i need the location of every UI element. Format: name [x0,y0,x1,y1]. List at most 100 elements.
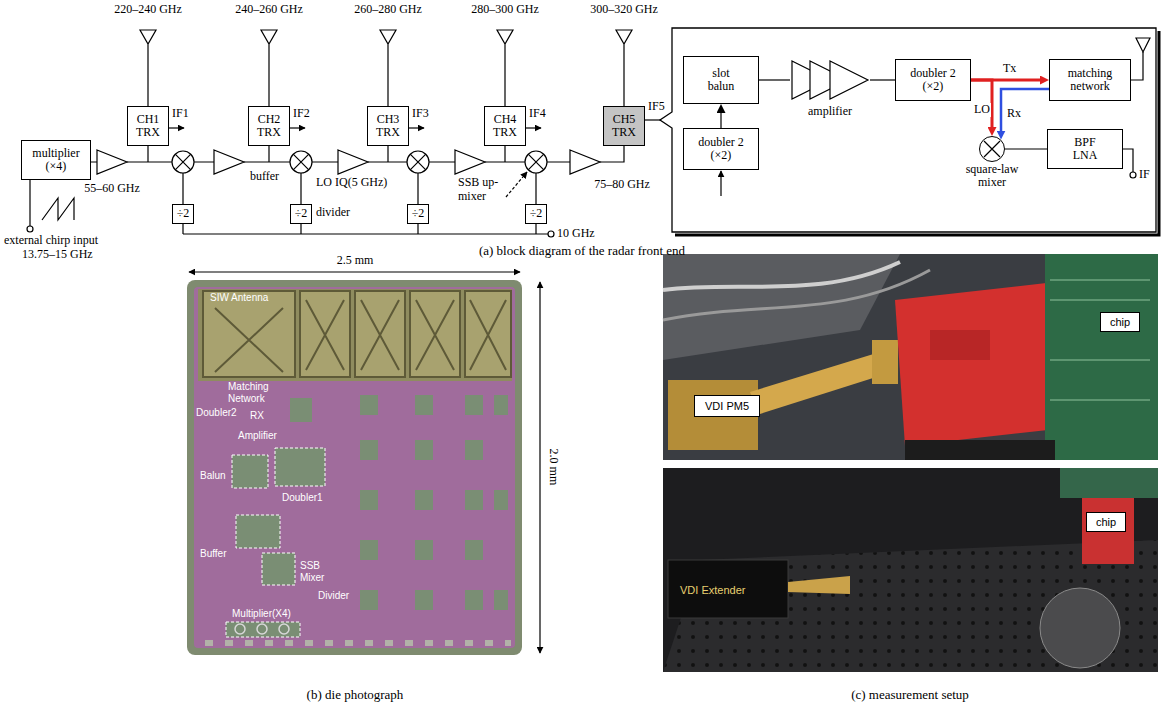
antenna-symbols-part [140,30,156,106]
die-dimension-arrows [189,272,540,653]
die-photograph-part-part [235,624,245,634]
transceiver-inset-part [1136,38,1150,52]
die-photograph-part-part [290,398,312,422]
die-photograph-part-part [494,395,508,415]
block-label: doubler 2 (×2) [905,67,961,94]
antenna-symbols-part [497,30,513,106]
photo-tag: chip [1086,512,1126,532]
divider-wires-part [183,173,548,234]
mixer-cross [980,137,1004,161]
if-output-wires [169,120,660,128]
block-label: slot balun [701,67,741,94]
signal-label: LO IQ(5 GHz) [316,176,387,190]
die-photograph-part-part [232,455,268,488]
signal-label: 75–80 GHz [594,178,650,192]
setup-photo-bottom-part [1040,588,1120,668]
signal-label: IF4 [529,107,546,121]
die-photograph-part-part [265,640,273,646]
die-photograph-part-part [360,590,378,610]
transceiver-box: CH3 TRX [367,106,409,146]
die-photograph-part-part [465,590,483,610]
die-photograph-part-part [415,395,433,415]
die-photograph-part-part [203,291,295,377]
block-label: CH4 TRX [490,113,520,140]
mixer-symbols-part [410,154,426,170]
die-photograph-part-part [465,440,483,460]
die-photograph-part-part [205,640,213,646]
figure-caption: (a) block diagram of the radar front end [479,244,685,259]
die-photograph-part-part [465,395,483,415]
signal-label: divider [316,206,350,220]
die-photograph-part-part [445,640,453,646]
amplifier-symbols-part [97,150,127,174]
die-photograph-part-part [257,624,267,634]
setup-photo-top-part [663,270,930,320]
photo-label: VDI Extender [680,584,745,597]
transceiver-inset-part [720,171,721,196]
divider-box: ÷2 [172,204,194,224]
block-label: doubler 2 (×2) [693,136,749,163]
die-photograph-part [215,300,506,372]
signal-label: IF1 [172,107,189,121]
multiplier-box: multiplier (×4) [21,140,91,180]
block-label: CH2 TRX [254,113,284,140]
signal-label: 55–60 GHz [84,182,140,196]
die-photograph-part-part [325,640,333,646]
amplifier-symbols-part [455,150,485,174]
signal-label: buffer [250,170,279,184]
die-photograph-part-part [360,395,378,415]
transceiver-box: CH2 TRX [248,106,290,146]
figure-caption: (b) die photograph [307,688,404,703]
dimension-label: 2.5 mm [337,254,374,268]
divider-wires [27,172,554,237]
die-label: Amplifier [238,430,277,442]
block-label: CH5 TRX [609,113,639,140]
die-photograph-part-part [226,622,300,637]
die-photograph-part-part [415,590,433,610]
die-label: Matching Network [228,381,278,404]
block-label: ÷2 [530,207,543,220]
die-photograph-part-part [345,640,353,646]
signal-label: 220–240 GHz [114,3,182,17]
die-label: Doubler2 [196,407,237,419]
signal-connector [971,80,992,132]
setup-photo-bottom-part [663,468,1158,672]
signal-label: IF2 [293,107,310,121]
if-output-wires-part [526,127,541,128]
die-photograph-part [194,287,515,648]
amplifier-symbols-part [214,150,244,174]
antenna-symbols-part [616,30,632,106]
die-photograph-part [226,448,325,637]
signal-label: 240–260 GHz [235,3,303,17]
die-photograph-part-part [405,640,413,646]
setup-photo-bottom-part [1060,468,1158,498]
die-photograph-part-part [385,640,393,646]
die-photograph-part-part [485,640,493,646]
die-photograph-part [203,291,511,377]
die-photograph-part-part [236,515,280,548]
die-photograph-part [290,395,508,610]
signal-label: 13.75–15 GHz [22,248,93,262]
die-photograph-part [198,289,512,381]
block-label: CH3 TRX [373,113,403,140]
die-photograph-part-part [365,640,373,646]
figure-caption: (c) measurement setup [851,688,969,703]
transceiver-box: CH1 TRX [127,106,169,146]
die-dimension-arrows-part [189,271,520,272]
mixer-symbols-part [293,154,309,170]
die-label: Doubler1 [282,492,323,504]
signal-label: 260–280 GHz [354,3,422,17]
die-label: Multiplier(X4) [232,608,291,620]
die-photograph-part-part [505,640,511,646]
die-photograph-part-part [360,440,378,460]
symbol-label: square-law mixer [956,163,1028,190]
block-label: ÷2 [177,207,190,220]
amplifier-symbol: amplifier [790,57,870,103]
block-label: CH1 TRX [133,113,163,140]
divider-wires-part [29,180,30,226]
block-label: ÷2 [412,207,425,220]
die-label: SIW Antenna [210,292,268,304]
signal-connector [759,79,790,80]
connector-label: LO [973,103,991,117]
